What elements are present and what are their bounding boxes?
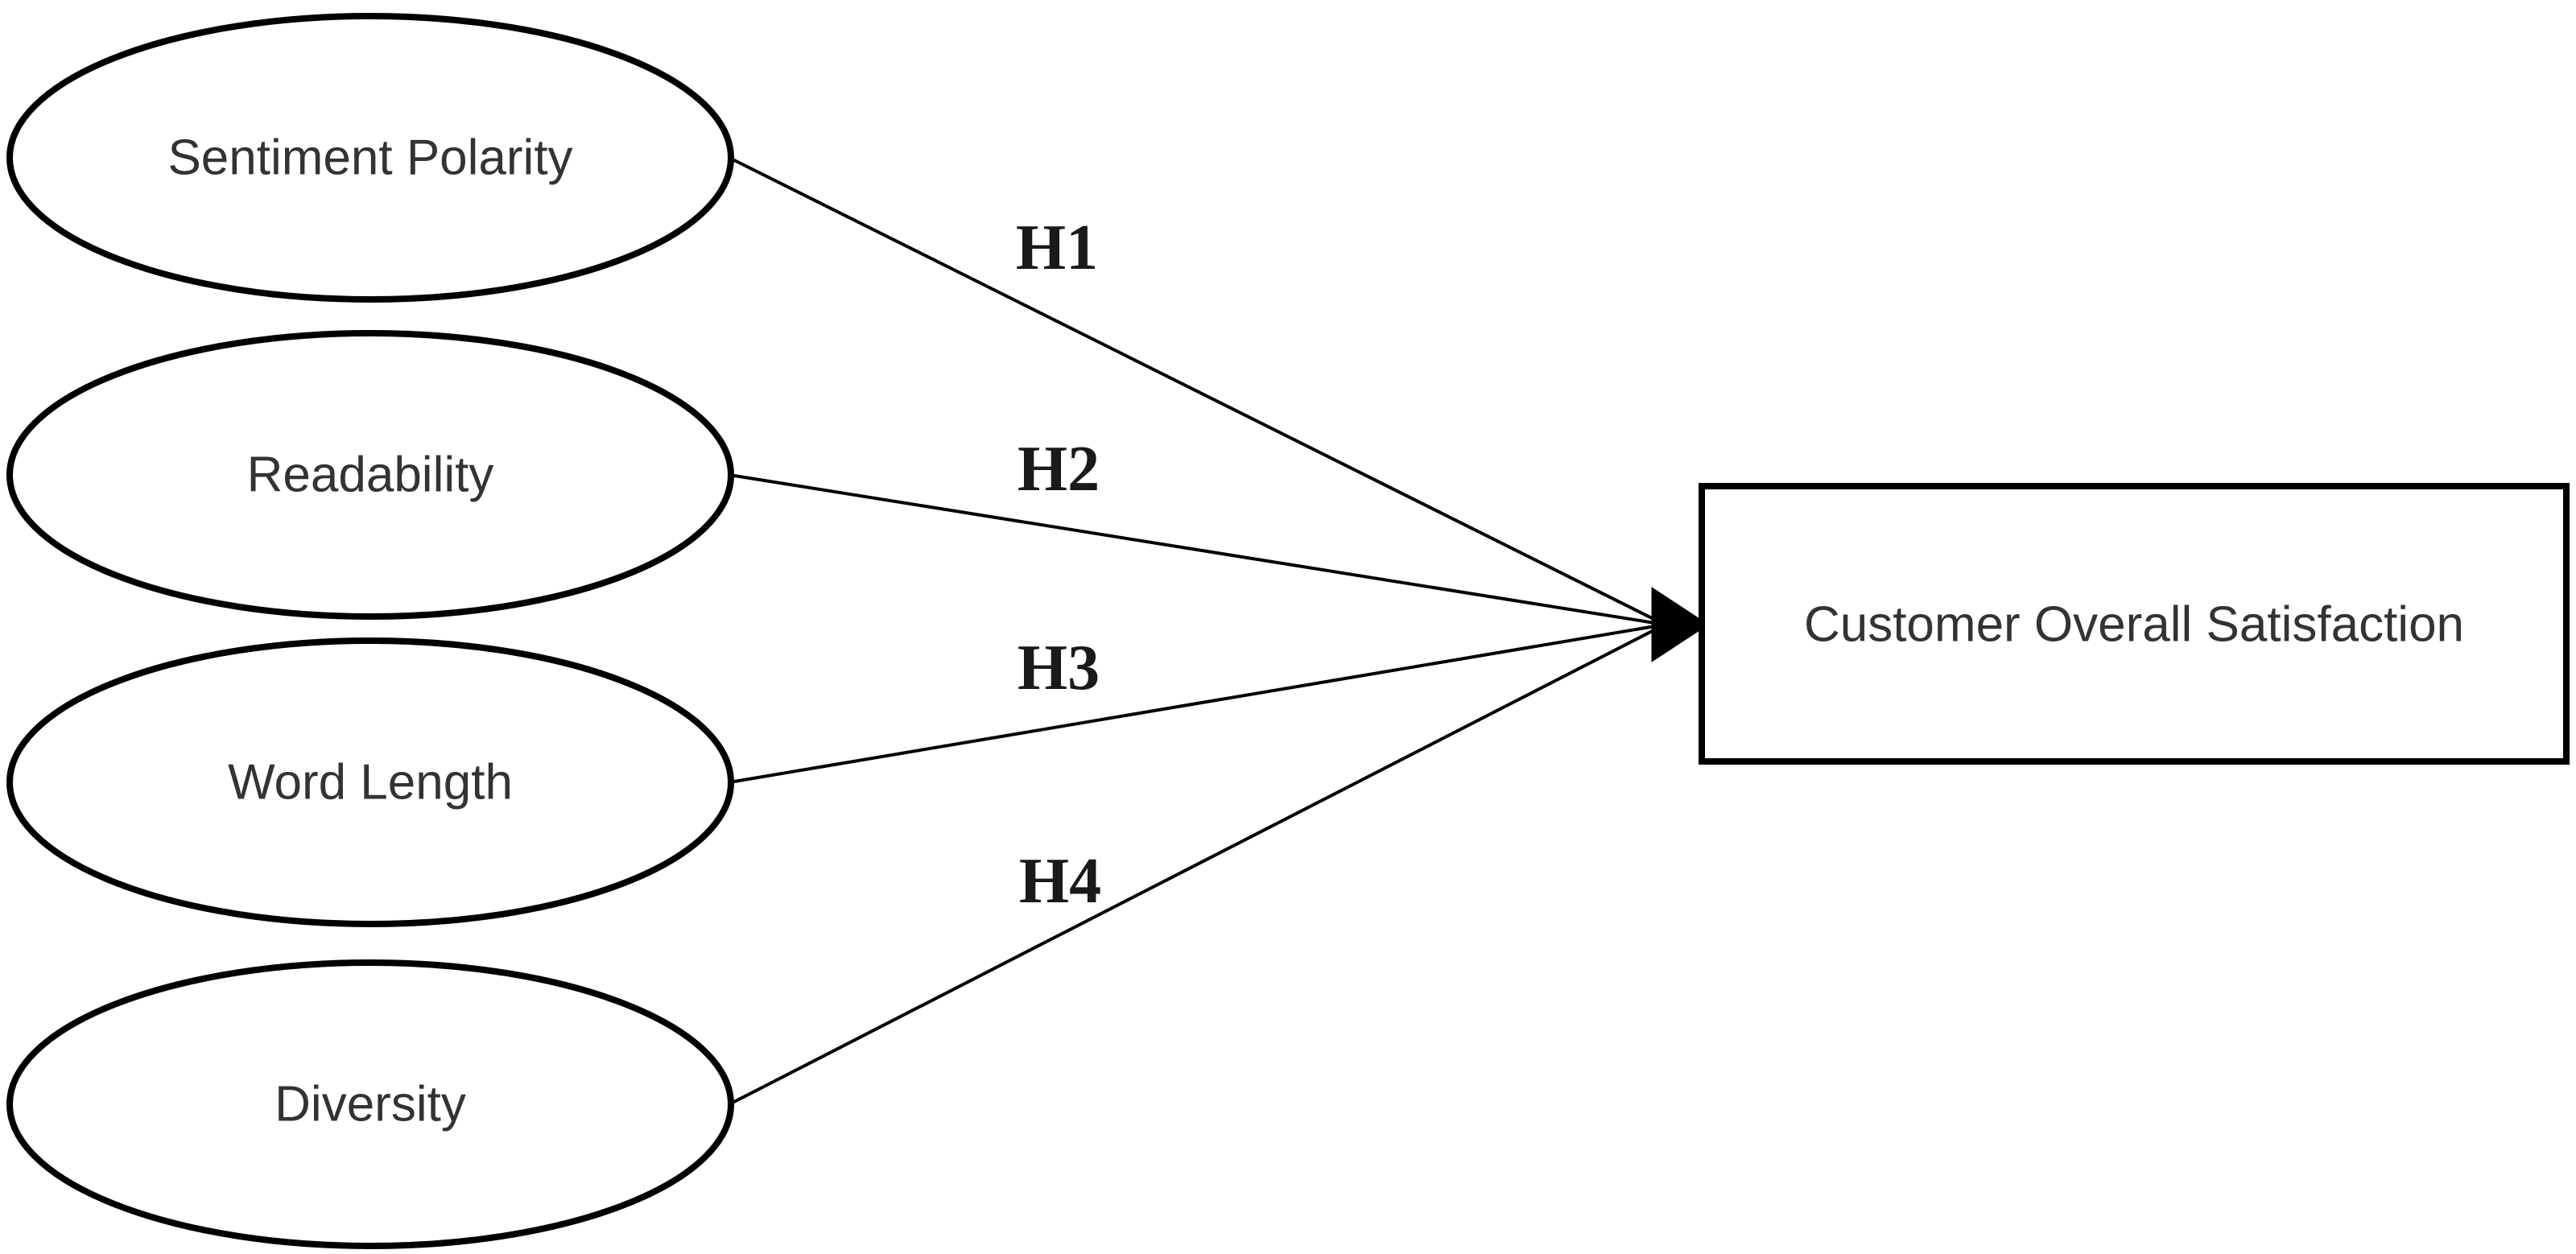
- hypothesis-label-h4: H4: [1019, 846, 1101, 917]
- predictor-node-word-length: Word Length: [6, 637, 734, 927]
- predictor-node-readability: Readability: [6, 330, 734, 620]
- arrow-line-h3: [729, 623, 1666, 784]
- hypothesis-label-h2: H2: [1018, 434, 1100, 505]
- hypothesis-label-h3: H3: [1018, 633, 1100, 703]
- node-label: Readability: [247, 448, 494, 503]
- node-label: Sentiment Polarity: [167, 130, 572, 186]
- predictor-node-sentiment-polarity: Sentiment Polarity: [6, 13, 734, 303]
- node-label: Diversity: [275, 1077, 466, 1132]
- arrow-line-h4: [729, 623, 1666, 1106]
- arrowhead-icon: [1651, 587, 1709, 662]
- ellipse-shape: [6, 959, 734, 1249]
- ellipse-shape: [6, 637, 734, 927]
- ellipse-shape: [6, 330, 734, 620]
- ellipse-shape: [6, 13, 734, 303]
- arrow-line-h1: [729, 156, 1666, 626]
- hypothesis-label-h1: H1: [1016, 212, 1098, 283]
- connectors: [729, 156, 1709, 1106]
- rect-shape: [1699, 483, 2570, 765]
- node-label: Word Length: [228, 755, 513, 811]
- outcome-node-customer-overall-satisfaction: Customer Overall Satisfaction: [1699, 483, 2570, 765]
- predictor-node-diversity: Diversity: [6, 959, 734, 1249]
- node-label: Customer Overall Satisfaction: [1804, 597, 2464, 653]
- arrow-line-h2: [729, 473, 1666, 626]
